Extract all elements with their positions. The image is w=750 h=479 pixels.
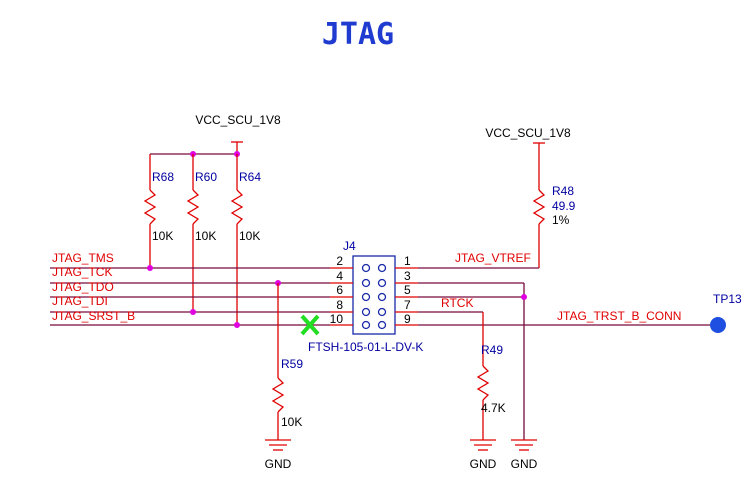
ground-icon <box>511 439 537 451</box>
net-label-tck: JTAG_TCK <box>52 265 112 279</box>
net-label-trst: JTAG_TRST_B_CONN <box>557 309 681 323</box>
connector-left-leads <box>330 267 353 326</box>
ground-label: GND <box>265 457 292 471</box>
ground-icon <box>265 439 291 451</box>
r59-value: 10K <box>281 415 302 429</box>
r68-value: 10K <box>152 229 173 243</box>
connector-pins <box>361 263 387 330</box>
r59-ref: R59 <box>281 357 303 371</box>
resistor-r68 <box>143 154 157 268</box>
net-label-tms: JTAG_TMS <box>52 251 114 265</box>
vcc-label-right: VCC_SCU_1V8 <box>485 126 571 140</box>
no-connect-marker <box>300 314 320 336</box>
connector-part-number: FTSH-105-01-L-DV-K <box>308 340 423 354</box>
vcc-label-left: VCC_SCU_1V8 <box>195 113 281 127</box>
net-label-rtck: RTCK <box>441 296 473 310</box>
net-label-tdo: JTAG_TDO <box>52 280 114 294</box>
vcc-symbol-right <box>533 142 545 160</box>
resistor-r48 <box>532 160 546 268</box>
r64-ref: R64 <box>239 170 261 184</box>
pin-number: 4 <box>336 269 343 283</box>
resistor-r49 <box>476 312 490 440</box>
r48-tolerance: 1% <box>552 213 570 227</box>
pin-number: 10 <box>330 312 344 326</box>
r64-value: 10K <box>239 229 260 243</box>
net-label-vtref: JTAG_VTREF <box>455 251 531 265</box>
pin-number: 5 <box>404 283 411 297</box>
junction-dot <box>521 294 527 300</box>
ground-icon <box>470 439 496 451</box>
r60-ref: R60 <box>195 170 217 184</box>
resistor-r59 <box>271 283 285 440</box>
net-label-srst: JTAG_SRST_B <box>52 309 135 323</box>
junction-dot <box>190 309 196 315</box>
pin-number: 7 <box>404 298 411 312</box>
ground-label: GND <box>511 457 538 471</box>
connector-j4-body <box>352 255 396 335</box>
r48-ref: R48 <box>552 184 574 198</box>
pin-number: 9 <box>404 312 411 326</box>
testpoint-tp13 <box>710 317 726 333</box>
testpoint-label: TP13 <box>713 292 742 306</box>
pin-number: 3 <box>404 269 411 283</box>
ground-label: GND <box>470 457 497 471</box>
junction-dot <box>147 265 153 271</box>
resistor-r64 <box>230 154 244 325</box>
r49-value: 4.7K <box>481 401 506 415</box>
junction-dot <box>234 322 240 328</box>
connector-right-leads <box>395 267 418 326</box>
pin-number: 2 <box>336 254 343 268</box>
r48-value: 49.9 <box>552 199 576 213</box>
net-label-tdi: JTAG_TDI <box>52 294 108 308</box>
connector-ref: J4 <box>343 239 356 253</box>
r49-ref: R49 <box>481 343 503 357</box>
pin-number: 8 <box>336 298 343 312</box>
pin-number: 1 <box>404 254 411 268</box>
r68-ref: R68 <box>152 170 174 184</box>
schematic-title: JTAG <box>322 17 394 52</box>
pin-number: 6 <box>336 283 343 297</box>
r60-value: 10K <box>195 229 216 243</box>
